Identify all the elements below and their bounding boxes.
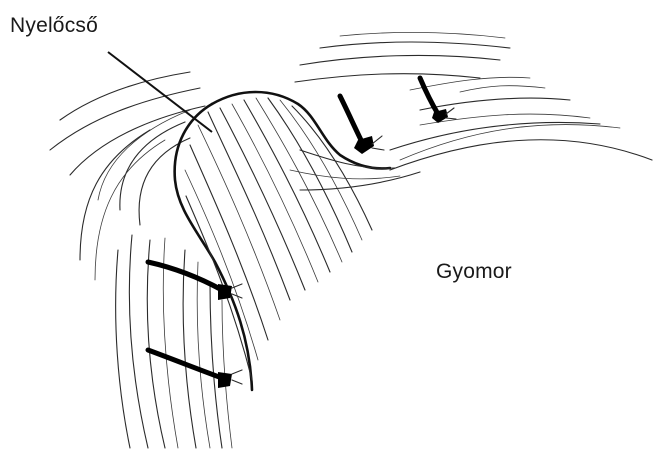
fundus-line-upper (400, 125, 620, 160)
suture-upper-left (340, 96, 384, 154)
fundus-wrap-outline (212, 92, 390, 168)
esophagus-label: Nyelőcső (10, 14, 98, 38)
stomach-label: Gyomor (436, 260, 512, 284)
suture-left-upper (148, 262, 242, 300)
crus-fibers (50, 72, 205, 280)
wrap-fibers (185, 98, 420, 380)
greater-curvature-line (390, 140, 652, 170)
upper-fibers (295, 32, 600, 150)
suture-left-lower (148, 350, 242, 388)
esophagus-pointer-line (108, 52, 212, 132)
